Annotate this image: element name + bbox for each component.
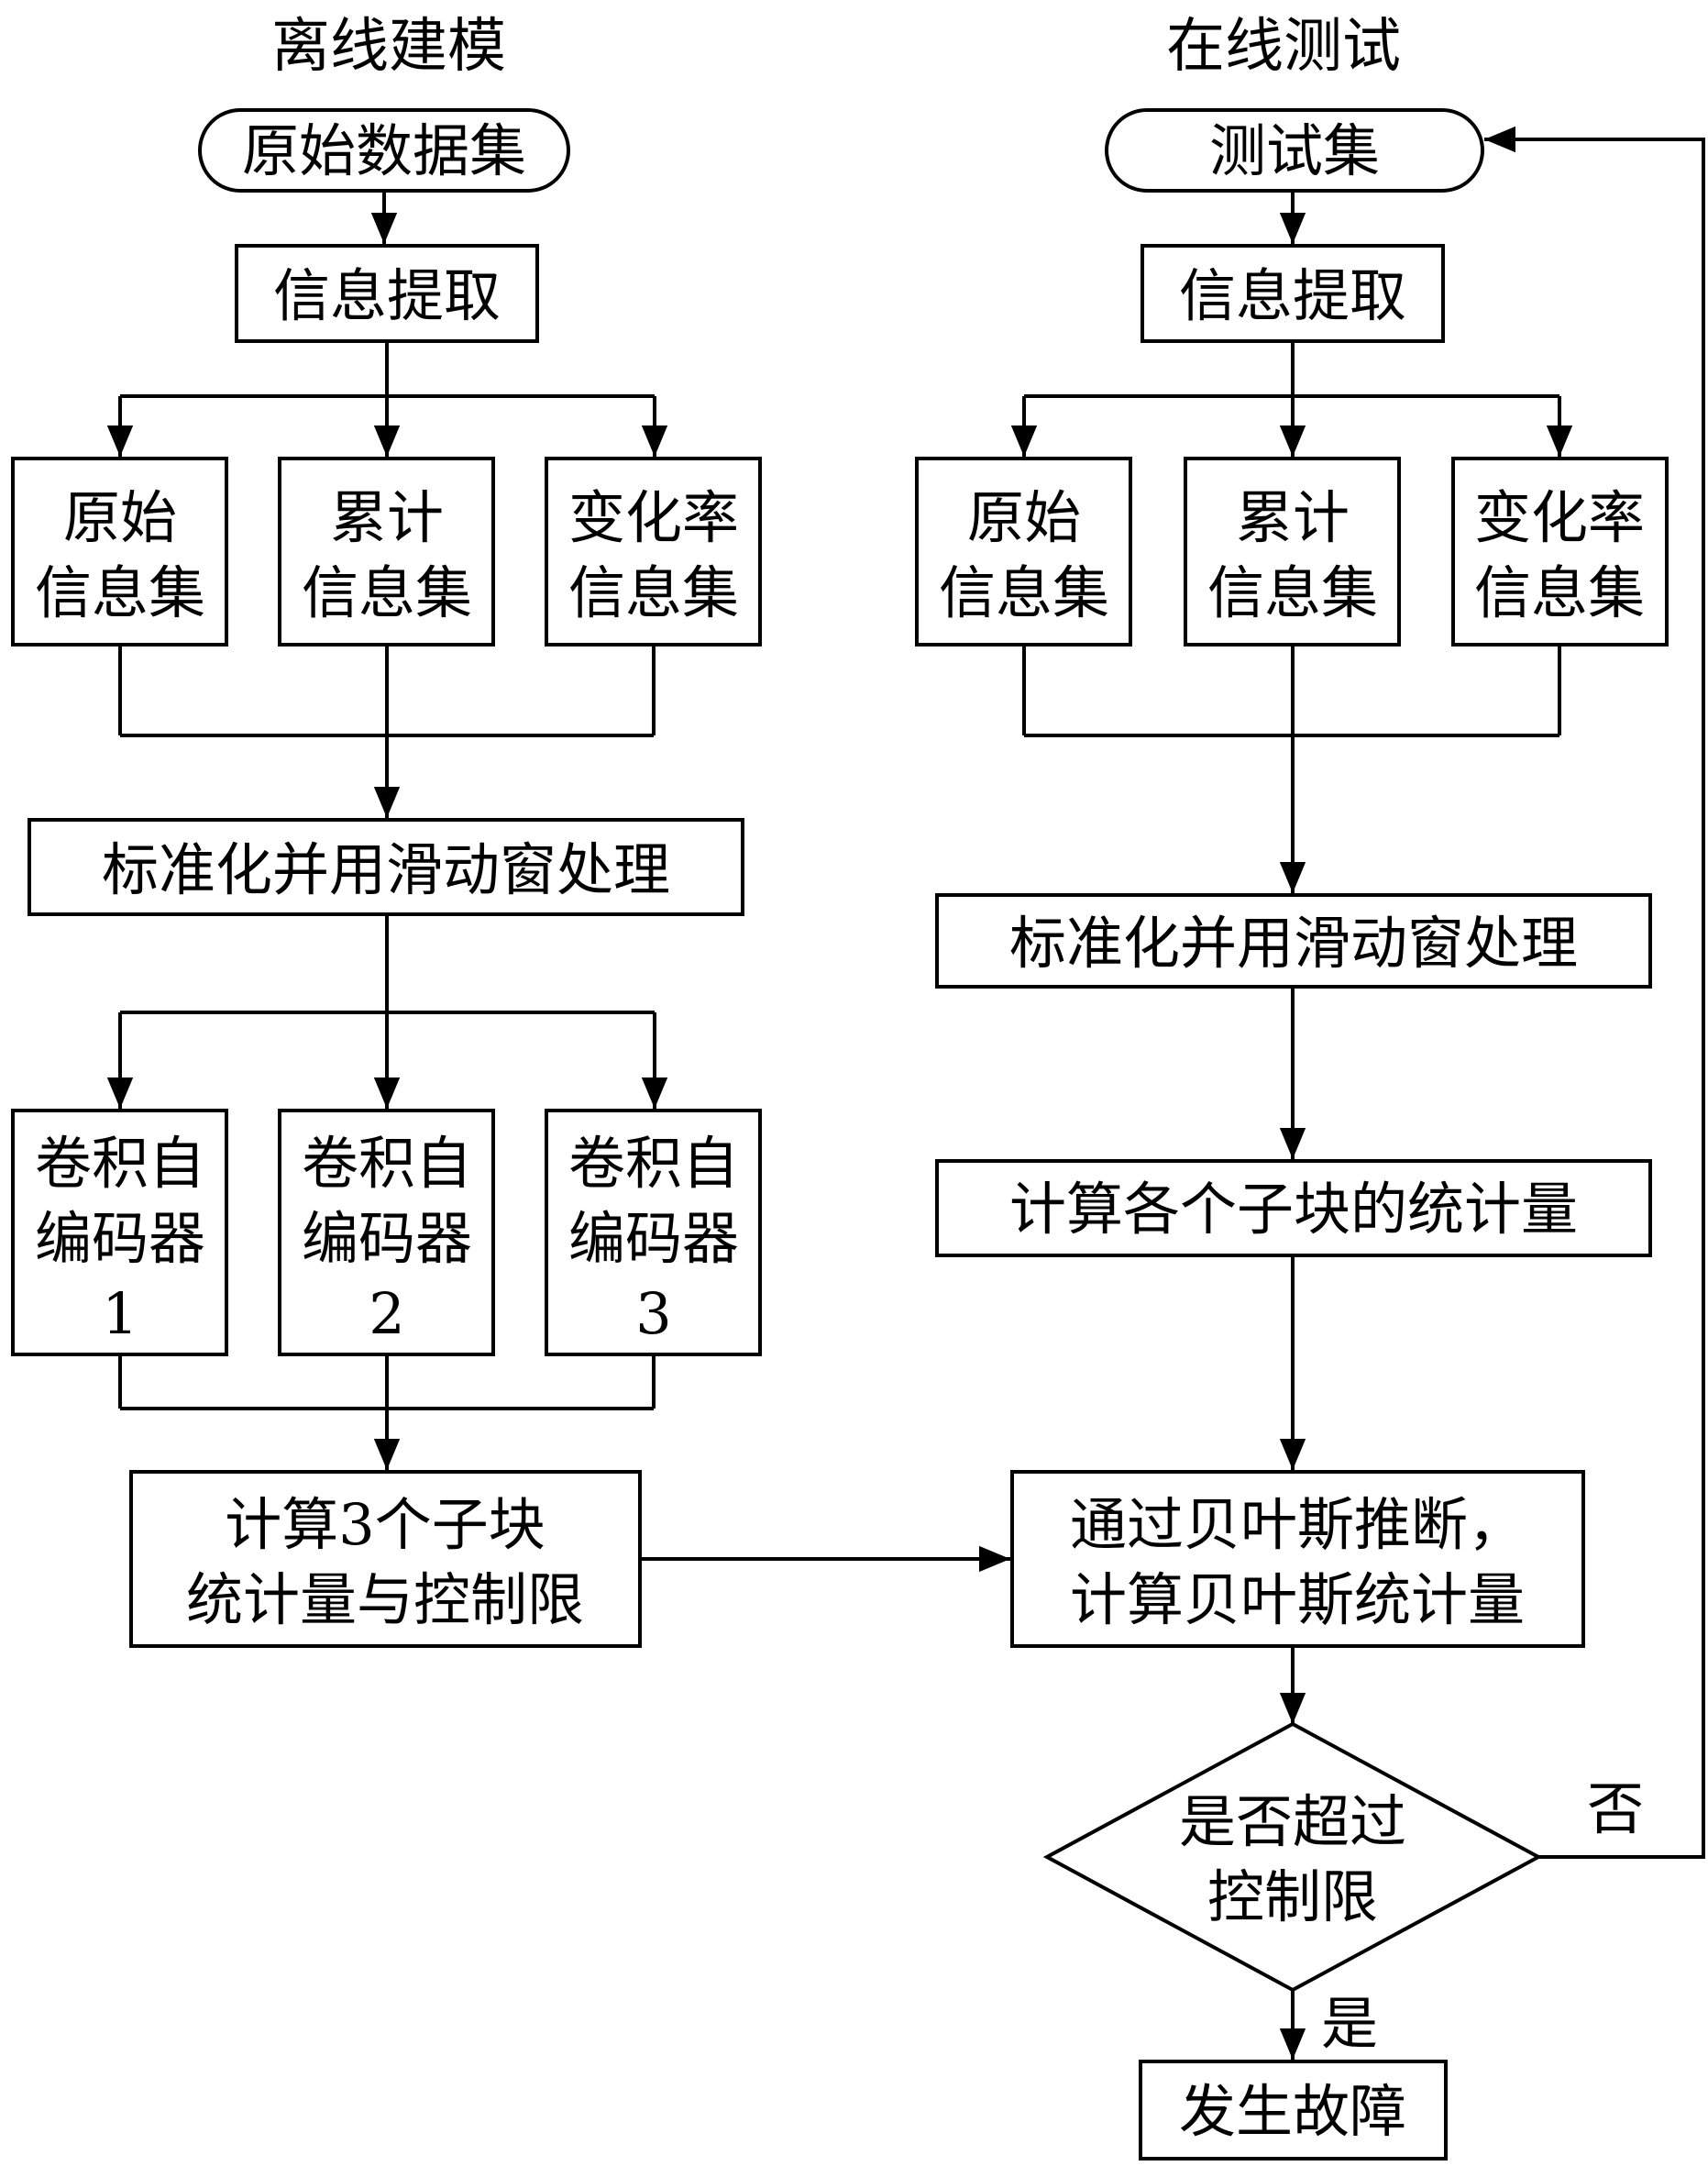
online-normalize-box: [935, 893, 1652, 989]
online-bayes-box: [1010, 1470, 1585, 1648]
online-bayes-line-1: 通过贝叶斯推断，: [1070, 1491, 1525, 1558]
offline-encoder-1-line-3: 1: [102, 1280, 138, 1347]
online-decision-diamond: [1042, 1721, 1543, 1993]
online-normalize-label: 标准化并用滑动窗处理: [1009, 910, 1578, 977]
offline-encoder-box-3: [545, 1109, 762, 1356]
online-extract-label: 信息提取: [1179, 262, 1406, 329]
online-yes-label: 是: [1321, 1990, 1378, 2057]
online-stats-label: 计算各个子块的统计量: [1009, 1176, 1578, 1243]
offline-set-1-line-1: 原始: [63, 484, 177, 551]
offline-compute-line-2: 统计量与控制限: [186, 1566, 584, 1633]
offline-encoder-3-line-1: 卷积自: [568, 1130, 739, 1197]
online-bayes-line-2: 计算贝叶斯统计量: [1070, 1566, 1525, 1633]
online-set-3-line-1: 变化率: [1474, 484, 1645, 551]
offline-start-label: 原始数据集: [242, 117, 526, 184]
online-set-2-line-2: 信息集: [1207, 559, 1378, 626]
offline-encoder-2-line-1: 卷积自: [302, 1130, 472, 1197]
offline-title: 离线建模: [271, 13, 506, 81]
offline-encoder-1-line-1: 卷积自: [35, 1130, 205, 1197]
offline-normalize-label: 标准化并用滑动窗处理: [102, 836, 670, 903]
offline-encoder-3-line-2: 编码器: [568, 1205, 739, 1272]
online-set-box-1: [915, 457, 1132, 646]
offline-normalize-box: [28, 818, 744, 916]
offline-set-3-line-1: 变化率: [568, 484, 739, 551]
offline-encoder-box-1: [11, 1109, 228, 1356]
online-decision-line-2: 控制限: [1207, 1863, 1378, 1930]
online-set-3-line-2: 信息集: [1474, 559, 1645, 626]
online-fault-box: [1139, 2060, 1448, 2160]
online-set-1-line-1: 原始: [967, 484, 1081, 551]
online-decision-line-1: 是否超过: [1179, 1788, 1406, 1855]
online-no-label: 否: [1587, 1775, 1644, 1842]
online-title: 在线测试: [1166, 13, 1401, 81]
online-set-2-line-1: 累计: [1236, 484, 1350, 551]
online-set-box-3: [1451, 457, 1669, 646]
online-set-1-line-2: 信息集: [939, 559, 1109, 626]
offline-encoder-3-line-3: 3: [635, 1280, 671, 1347]
offline-set-1-line-2: 信息集: [35, 559, 205, 626]
offline-encoder-1-line-2: 编码器: [35, 1205, 205, 1272]
online-start-label: 测试集: [1209, 117, 1380, 184]
offline-encoder-2-line-3: 2: [369, 1280, 404, 1347]
offline-set-3-line-2: 信息集: [568, 559, 739, 626]
online-fault-label: 发生故障: [1179, 2078, 1406, 2145]
offline-set-2-line-2: 信息集: [302, 559, 472, 626]
offline-encoder-box-2: [278, 1109, 495, 1356]
offline-extract-box: [235, 244, 539, 343]
offline-encoder-2-line-2: 编码器: [302, 1205, 472, 1272]
online-no-loop-arrow: [1484, 126, 1705, 1859]
online-stats-box: [935, 1159, 1652, 1257]
offline-extract-label: 信息提取: [273, 262, 501, 329]
offline-compute-line-1: 计算3个子块: [225, 1491, 545, 1558]
online-set-box-2: [1184, 457, 1401, 646]
offline-set-2-line-1: 累计: [330, 484, 444, 551]
